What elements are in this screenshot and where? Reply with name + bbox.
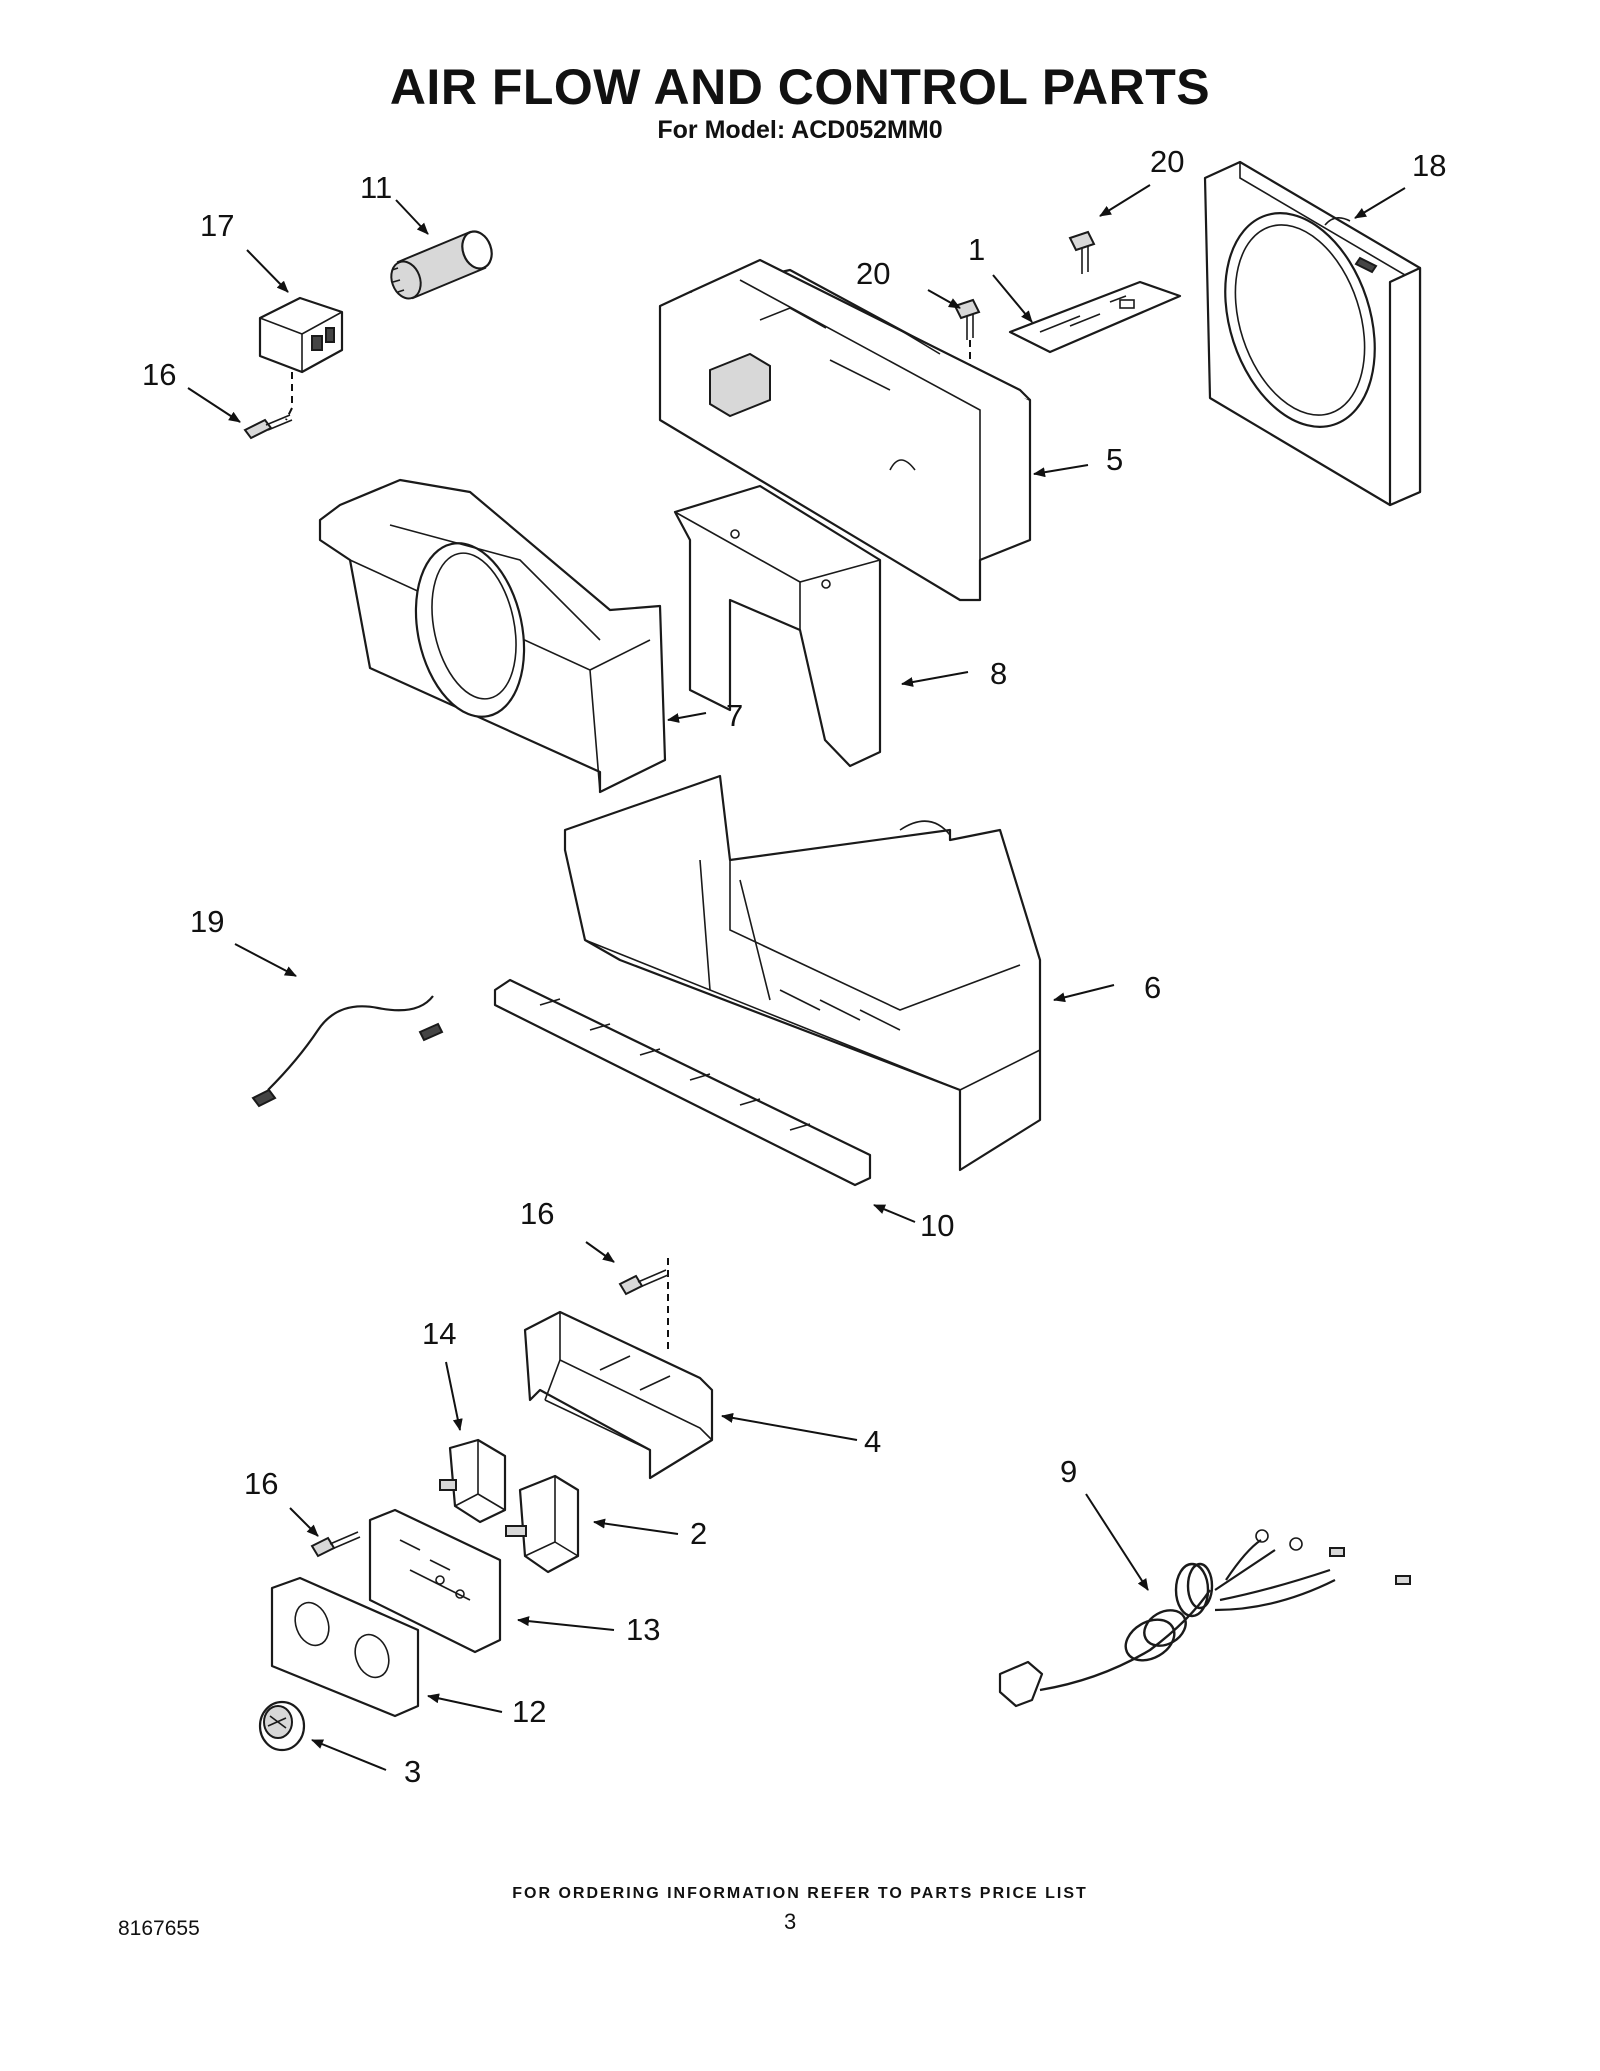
callout-labels: 20 18 11 17 1 20 16 5 8 7 19 6 16 10 14 … <box>142 144 1446 1789</box>
callout-5: 5 <box>1106 442 1123 477</box>
callout-18: 18 <box>1412 148 1446 183</box>
part-4-control-bracket <box>523 1258 714 1480</box>
callout-3: 3 <box>404 1754 421 1789</box>
part-10-grille-strip <box>493 978 872 1187</box>
part-13-control-board <box>368 1508 502 1654</box>
callout-4: 4 <box>864 1424 881 1459</box>
part-2-thermostat <box>505 1474 580 1574</box>
callout-11: 11 <box>360 170 392 205</box>
part-9-power-cord <box>998 1529 1411 1708</box>
callout-20-middle: 20 <box>856 256 890 291</box>
callout-16-bottom: 16 <box>244 1466 278 1501</box>
screw-16-top-left <box>243 414 293 440</box>
callout-12: 12 <box>512 1694 546 1729</box>
page-number: 3 <box>784 1909 797 1934</box>
callout-8: 8 <box>990 656 1007 691</box>
part-19-thermistor-wire <box>251 995 444 1108</box>
callout-2: 2 <box>690 1516 707 1551</box>
page-title: AIR FLOW AND CONTROL PARTS <box>389 59 1211 115</box>
part-12-overlay-panel <box>270 1576 420 1718</box>
part-7-blower-housing <box>318 478 667 794</box>
callout-10: 10 <box>920 1208 954 1243</box>
callout-17: 17 <box>200 208 234 243</box>
callout-6: 6 <box>1144 970 1161 1005</box>
screw-16-middle <box>618 1269 669 1296</box>
part-14-selector-switch <box>439 1438 507 1524</box>
callout-1: 1 <box>968 232 985 267</box>
callout-7: 7 <box>726 698 743 733</box>
part-6-base-pan <box>563 774 1042 1172</box>
model-subtitle: For Model: ACD052MM0 <box>657 116 943 144</box>
part-8-air-deflector <box>673 484 882 768</box>
callout-13: 13 <box>626 1612 660 1647</box>
callout-19: 19 <box>190 904 224 939</box>
part-11-capacitor <box>390 230 493 300</box>
callout-14: 14 <box>422 1316 456 1351</box>
part-5-top-housing <box>658 258 1032 602</box>
document-number: 8167655 <box>118 1917 200 1940</box>
part-3-knob <box>258 1700 306 1752</box>
screw-16-bottom <box>310 1531 361 1558</box>
ordering-note: FOR ORDERING INFORMATION REFER TO PARTS … <box>512 1885 1088 1902</box>
callout-9: 9 <box>1060 1454 1077 1489</box>
leader-lines <box>187 184 1406 1771</box>
callout-16-top: 16 <box>142 357 176 392</box>
callout-20-top: 20 <box>1150 144 1184 179</box>
screw-20-top <box>1068 230 1096 274</box>
part-1-control-plate <box>1008 280 1182 354</box>
callout-16-middle: 16 <box>520 1196 554 1231</box>
part-18-fan-shroud <box>1203 160 1422 507</box>
part-17-relay <box>258 296 344 421</box>
